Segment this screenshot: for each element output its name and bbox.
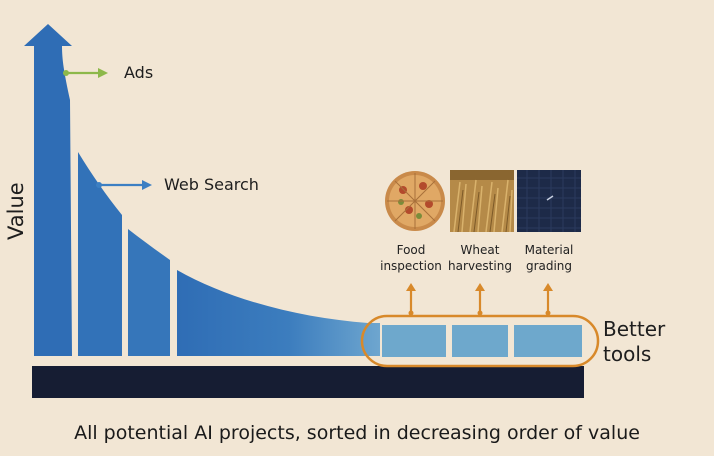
tail-box-food — [382, 325, 446, 357]
up-arrow-wheat — [475, 283, 485, 316]
pizza-image — [383, 170, 447, 232]
fabric-texture-image — [517, 170, 581, 232]
tail-box-material — [514, 325, 582, 357]
caption-material-grading: Material grading — [509, 242, 589, 274]
caption-material-line1: Material — [524, 243, 574, 257]
better-tools-label: Better tools — [603, 317, 665, 367]
caption-food-line1: Food — [396, 243, 426, 257]
ads-arrow — [63, 68, 108, 78]
caption-wheat-harvesting: Wheat harvesting — [440, 242, 520, 274]
ads-label: Ads — [124, 63, 154, 82]
web-search-arrow — [96, 180, 152, 190]
y-axis-label: Value — [4, 182, 28, 240]
base-bar — [32, 366, 584, 398]
curve-segment-3 — [128, 229, 170, 356]
footer-caption: All potential AI projects, sorted in dec… — [74, 422, 640, 444]
caption-food-line2: inspection — [380, 259, 442, 273]
better-tools-line1: Better — [603, 317, 666, 341]
caption-wheat-line2: harvesting — [448, 259, 512, 273]
caption-wheat-line1: Wheat — [460, 243, 500, 257]
caption-food-inspection: Food inspection — [371, 242, 451, 274]
up-arrow-food — [406, 283, 416, 316]
wheat-field-image — [450, 170, 514, 232]
curve-segment-1 — [34, 46, 72, 356]
tail-box-wheat — [452, 325, 508, 357]
up-arrow-material — [543, 283, 553, 316]
curve-segment-tail — [177, 270, 380, 356]
curve-segment-2 — [78, 152, 122, 356]
web-search-label: Web Search — [164, 175, 259, 194]
caption-material-line2: grading — [525, 259, 573, 273]
better-tools-line2: tools — [603, 342, 652, 366]
better-tools-group — [360, 314, 600, 368]
